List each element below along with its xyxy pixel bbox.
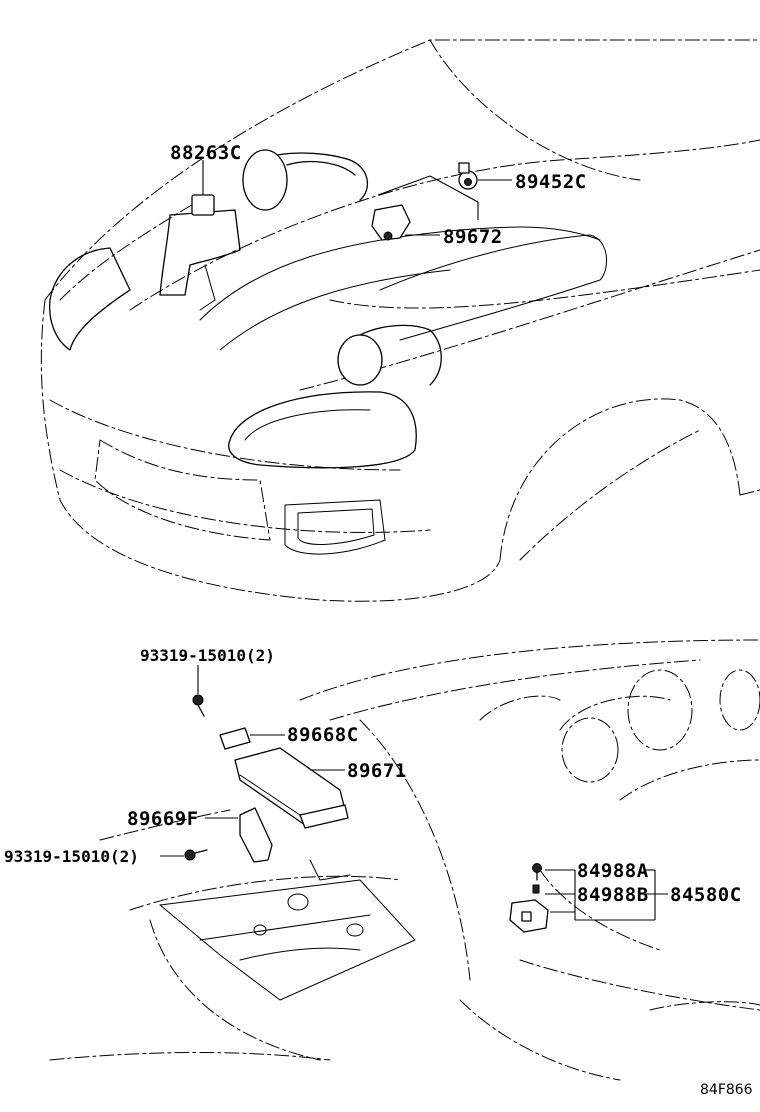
- ecu-89671-part: [234, 747, 349, 829]
- figure-code: 84F866: [700, 1082, 753, 1098]
- bolt-lower-part: [160, 849, 208, 861]
- label-bolt-lower: 93319-15010(2): [4, 847, 139, 866]
- label-88263c: 88263C: [170, 142, 242, 164]
- label-89668c: 89668C: [287, 724, 359, 746]
- sensor-89452c-part: [458, 162, 512, 190]
- engine-bay-view: [40, 39, 760, 602]
- plate-89668c-part: [219, 727, 285, 750]
- label-bolt-upper: 93319-15010(2): [140, 646, 275, 665]
- label-84580c: 84580C: [670, 884, 742, 906]
- bracket-89669f-part: [205, 807, 273, 863]
- label-84988a: 84988A: [577, 860, 649, 882]
- bolt-upper-part: [192, 665, 205, 717]
- label-89672: 89672: [443, 226, 503, 248]
- relay-88263c-part: [191, 160, 215, 216]
- label-89669f: 89669F: [127, 808, 199, 830]
- sensor-89672-part: [371, 175, 479, 241]
- label-89452c: 89452C: [515, 171, 587, 193]
- dashboard-interior-view: [49, 639, 760, 1081]
- label-89671: 89671: [347, 760, 407, 782]
- switch-group-84580c-part: [509, 863, 668, 933]
- label-84988b: 84988B: [577, 884, 649, 906]
